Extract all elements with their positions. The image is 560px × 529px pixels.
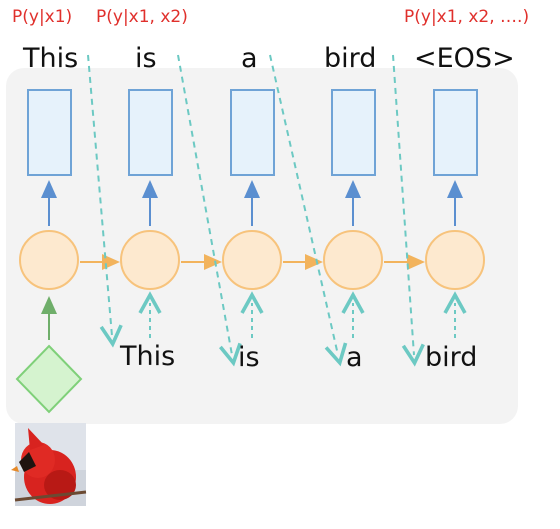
image-encoder-diamond xyxy=(15,344,83,414)
cardinal-bird-image xyxy=(11,423,87,506)
rnn-node-3 xyxy=(222,230,282,290)
output-word-eos: <EOS> xyxy=(414,43,515,74)
output-box-5 xyxy=(433,89,478,176)
probability-label-2: P(y|x1, x2) xyxy=(96,7,188,27)
probability-label-3: P(y|x1, x2, ….) xyxy=(404,7,529,27)
input-word-is: is xyxy=(238,342,260,373)
output-box-2 xyxy=(128,89,173,176)
feedback-arrow-this xyxy=(87,54,123,348)
feedback-arrow-a xyxy=(269,54,348,367)
input-word-this: This xyxy=(119,341,175,372)
output-box-4 xyxy=(331,89,376,176)
input-word-bird: bird xyxy=(425,342,477,373)
feedback-arrow-is xyxy=(177,54,242,367)
rnn-node-5 xyxy=(425,230,485,290)
output-word-is: is xyxy=(135,43,157,74)
output-box-1 xyxy=(27,89,72,176)
output-word-a: a xyxy=(241,43,258,74)
output-word-this: This xyxy=(22,43,78,74)
output-box-3 xyxy=(230,89,275,176)
probability-label-1: P(y|x1) xyxy=(12,7,72,27)
rnn-node-4 xyxy=(323,230,383,290)
rnn-node-1 xyxy=(19,230,79,290)
input-word-a: a xyxy=(346,342,363,373)
rnn-node-2 xyxy=(120,230,180,290)
output-word-bird: bird xyxy=(324,43,376,74)
